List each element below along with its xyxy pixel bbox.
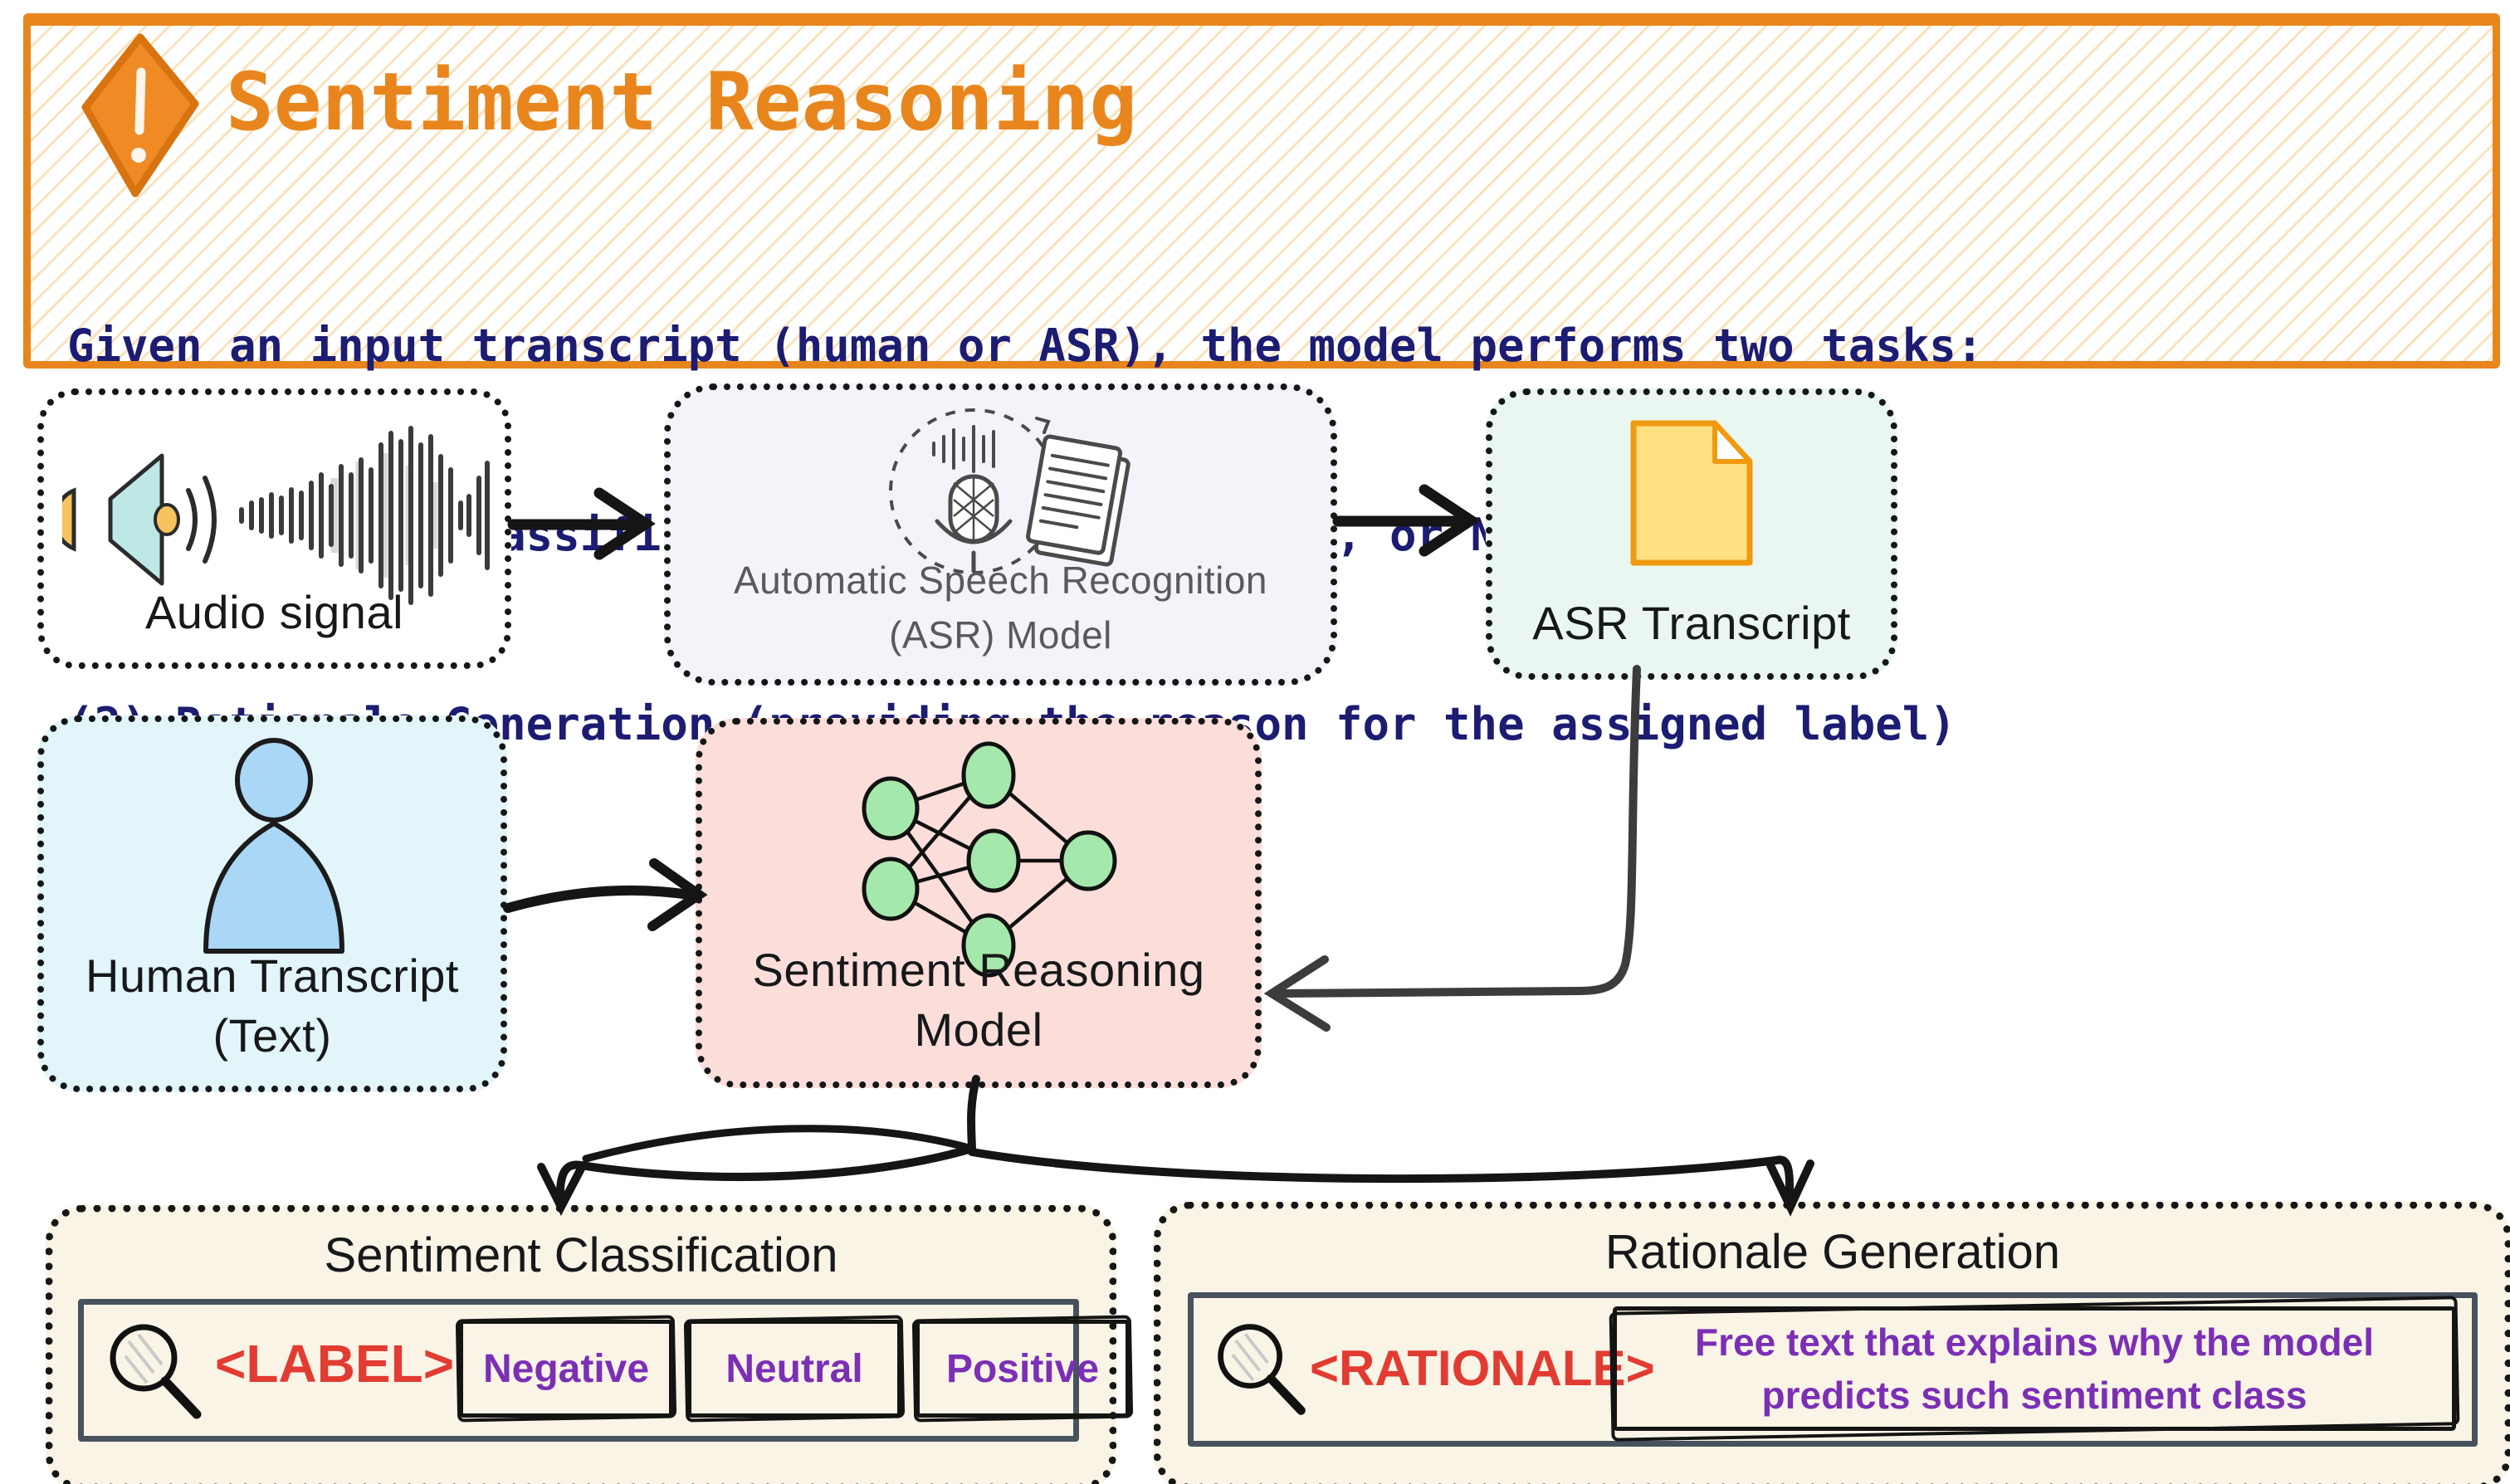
rationale-free-text-box: Free text that explains why the model pr…: [1613, 1306, 2456, 1431]
classification-output-row: <LABEL> Negative Neutral Positive: [78, 1299, 1130, 1442]
human-transcript-label-line1: Human Transcript: [85, 949, 459, 1002]
waveform-icon: [239, 426, 490, 605]
person-icon: [203, 738, 344, 954]
speaker-icon: [62, 453, 217, 586]
page-title: Sentiment Reasoning: [226, 56, 1138, 149]
sentiment-classification-box: Sentiment Classification <LABEL> Negativ…: [46, 1205, 1130, 1484]
option-positive: Positive: [916, 1320, 1130, 1418]
arrow-model-to-outputs: [537, 1075, 1814, 1217]
asr-transcript-node: ASR Transcript: [1486, 388, 1897, 680]
alert-diamond-icon: [81, 33, 199, 198]
label-options: Negative Neutral Positive: [459, 1320, 1130, 1418]
header-line-1: Given an input transcript (human or ASR)…: [67, 320, 1984, 372]
classification-title: Sentiment Classification: [324, 1228, 838, 1282]
sentiment-reasoning-model-node: Sentiment Reasoning Model: [696, 718, 1262, 1088]
option-negative: Negative: [459, 1320, 673, 1418]
human-transcript-node: Human Transcript (Text): [37, 715, 507, 1092]
rationale-output-row: <RATIONALE> Free text that explains why …: [1188, 1292, 2478, 1447]
asr-mic-doc-icon: [889, 408, 1130, 574]
reasoning-model-label-line2: Model: [914, 1003, 1043, 1056]
option-neutral: Neutral: [687, 1320, 901, 1418]
reasoning-model-label-line1: Sentiment Reasoning: [752, 944, 1205, 996]
asr-model-label-line1: Automatic Speech Recognition: [733, 559, 1268, 602]
asr-model-label-line2: (ASR) Model: [889, 613, 1112, 657]
header-panel: Sentiment Reasoning Given an input trans…: [23, 18, 2500, 750]
magnifier-icon: [1218, 1324, 1306, 1415]
rationale-tag: <RATIONALE>: [1310, 1340, 1655, 1396]
audio-signal-node: Audio signal: [37, 388, 511, 669]
asr-transcript-label: ASR Transcript: [1532, 597, 1851, 649]
rationale-generation-box: Rationale Generation <RATIONALE> Free te…: [1154, 1202, 2510, 1484]
magnifier-icon: [110, 1324, 202, 1419]
document-icon: [1630, 420, 1753, 566]
neural-network-icon: [862, 741, 1117, 978]
audio-signal-label: Audio signal: [144, 586, 404, 638]
asr-model-node: Automatic Speech Recognition (ASR) Model: [664, 383, 1337, 686]
human-transcript-label-line2: (Text): [212, 1009, 332, 1062]
rationale-title: Rationale Generation: [1604, 1225, 2061, 1279]
label-tag: <LABEL>: [215, 1334, 455, 1394]
